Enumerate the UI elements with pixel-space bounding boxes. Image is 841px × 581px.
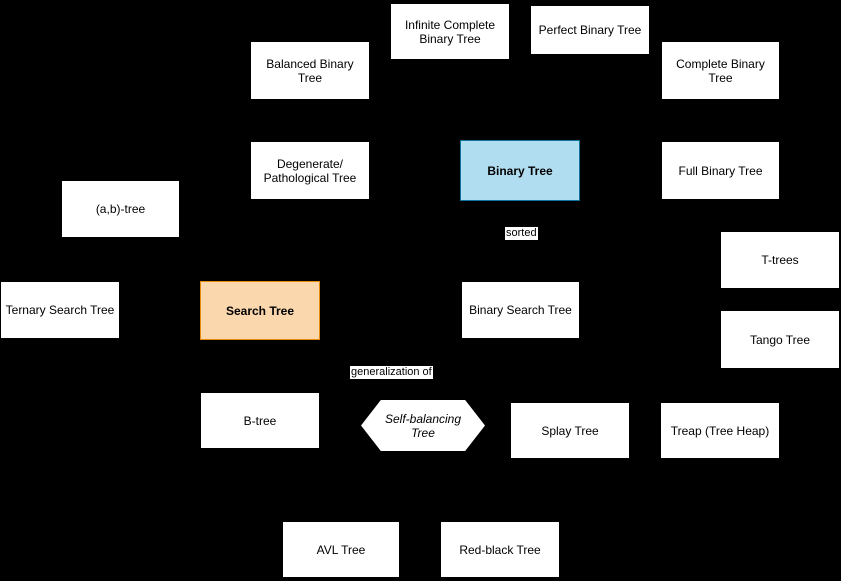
node-t-trees-label: T-trees [761, 253, 799, 267]
node-avl-tree-label: AVL Tree [316, 542, 366, 557]
node-full-binary-tree[interactable]: Full Binary Tree [661, 141, 780, 200]
node-balanced-binary-tree[interactable]: Balanced Binary Tree [250, 41, 370, 100]
node-tango-tree[interactable]: Tango Tree [720, 310, 840, 369]
node-ab-tree-label: (a,b)-tree [95, 202, 146, 216]
node-degenerate-pathological-tree-label: Degenerate/ Pathological Tree [263, 156, 357, 185]
node-b-tree-label: B-tree [243, 413, 277, 428]
node-b-tree[interactable]: B-tree [200, 392, 320, 449]
node-tango-tree-label: Tango Tree [749, 332, 811, 347]
node-splay-tree[interactable]: Splay Tree [510, 402, 630, 459]
node-self-balancing-tree-label: Self-balancing Tree [384, 411, 462, 440]
node-self-balancing-tree[interactable]: Self-balancing Tree [361, 400, 485, 451]
node-red-black-tree-label: Red-black Tree [459, 542, 541, 557]
node-treap-tree-heap[interactable]: Treap (Tree Heap) [660, 402, 780, 459]
node-splay-tree-label: Splay Tree [541, 423, 599, 438]
node-perfect-binary-tree-label: Perfect Binary Tree [538, 23, 642, 37]
node-binary-tree[interactable]: Binary Tree [460, 140, 580, 201]
node-infinite-complete-binary-tree[interactable]: Infinite Complete Binary Tree [390, 3, 510, 60]
node-complete-binary-tree-label: Complete Binary Tree [676, 56, 765, 85]
node-perfect-binary-tree[interactable]: Perfect Binary Tree [530, 5, 650, 55]
node-treap-tree-heap-label: Treap (Tree Heap) [670, 423, 770, 438]
node-full-binary-tree-label: Full Binary Tree [678, 163, 763, 178]
node-avl-tree[interactable]: AVL Tree [282, 521, 400, 578]
node-binary-tree-label: Binary Tree [487, 163, 553, 178]
node-ternary-search-tree-label: Ternary Search Tree [5, 303, 115, 317]
node-degenerate-pathological-tree[interactable]: Degenerate/ Pathological Tree [250, 141, 370, 200]
node-search-tree[interactable]: Search Tree [200, 281, 320, 340]
node-binary-search-tree-label: Binary Search Tree [469, 303, 572, 317]
node-t-trees[interactable]: T-trees [720, 231, 840, 289]
node-binary-search-tree[interactable]: Binary Search Tree [461, 281, 580, 339]
node-balanced-binary-tree-label: Balanced Binary Tree [266, 56, 354, 85]
node-red-black-tree[interactable]: Red-black Tree [440, 521, 560, 578]
node-infinite-complete-binary-tree-label: Infinite Complete Binary Tree [404, 17, 496, 46]
node-ternary-search-tree[interactable]: Ternary Search Tree [0, 281, 120, 339]
node-complete-binary-tree[interactable]: Complete Binary Tree [661, 41, 780, 100]
node-search-tree-label: Search Tree [225, 303, 295, 318]
edge-label-sorted: sorted [505, 227, 538, 240]
edge-label-generalization-of: generalization of [350, 366, 433, 379]
node-ab-tree[interactable]: (a,b)-tree [61, 180, 180, 238]
